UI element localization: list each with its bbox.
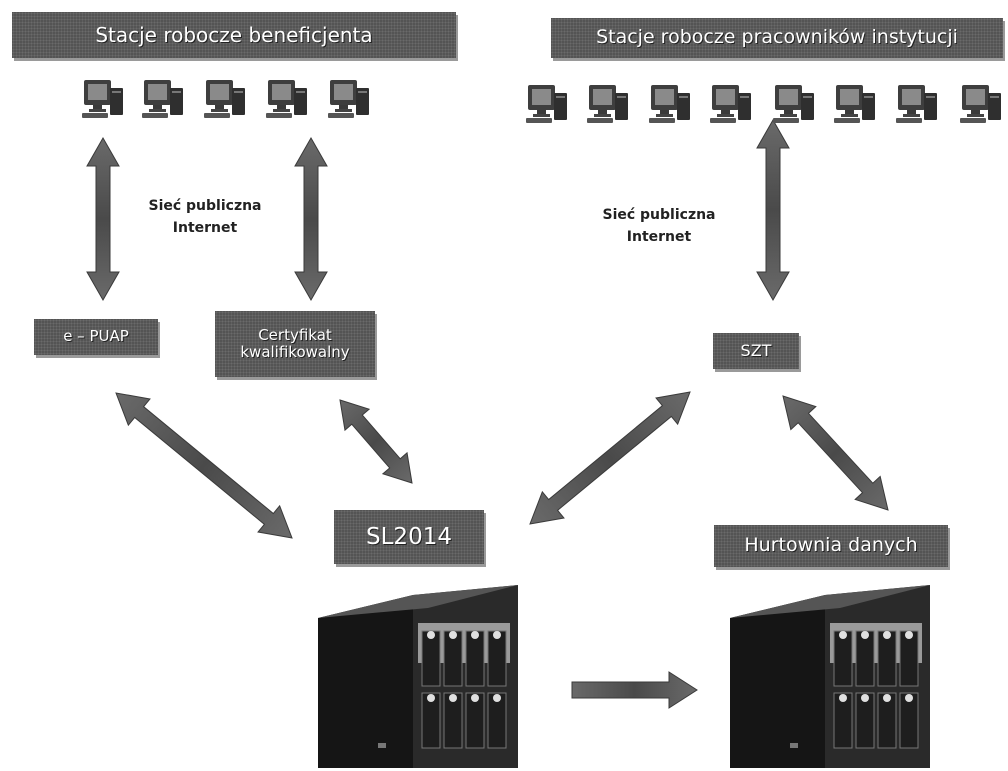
data-warehouse-label: Hurtownia danych bbox=[744, 534, 918, 557]
network-right-line1: Sieć publiczna bbox=[602, 207, 716, 223]
nas-server-icon bbox=[318, 583, 518, 771]
arrow-szt-sl2014 bbox=[529, 391, 691, 525]
certificate-label-line1: Certyfikat bbox=[258, 325, 332, 344]
desktop-computer-icon bbox=[524, 82, 570, 130]
arrow-sl2014-warehouse bbox=[571, 671, 698, 709]
desktop-computer-icon bbox=[140, 77, 186, 125]
desktop-computer-icon bbox=[647, 82, 693, 130]
sl2014-label: SL2014 bbox=[366, 523, 452, 550]
institution-workstations-box: Stacje robocze pracowników instytucji bbox=[551, 18, 1003, 58]
desktop-computer-icon bbox=[202, 77, 248, 125]
desktop-computer-icon bbox=[326, 77, 372, 125]
qualified-certificate-box: Certyfikat kwalifikowalny bbox=[215, 311, 375, 377]
desktop-computer-icon bbox=[80, 77, 126, 125]
network-left-line1: Sieć publiczna bbox=[148, 198, 262, 214]
arrow-workstation-epuap bbox=[86, 136, 120, 302]
szt-box: SZT bbox=[713, 333, 799, 369]
epuap-box: e – PUAP bbox=[34, 319, 158, 355]
public-network-label-right: Sieć publiczna Internet bbox=[589, 205, 729, 248]
szt-label: SZT bbox=[740, 340, 772, 360]
institution-workstations-label: Stacje robocze pracowników instytucji bbox=[596, 26, 958, 49]
arrow-workstation-certificate bbox=[294, 136, 328, 302]
data-warehouse-box: Hurtownia danych bbox=[714, 525, 948, 567]
desktop-computer-icon bbox=[832, 82, 878, 130]
network-right-line2: Internet bbox=[626, 228, 692, 245]
beneficiary-workstations-label: Stacje robocze beneficjenta bbox=[95, 22, 373, 47]
desktop-computer-icon bbox=[708, 82, 754, 130]
desktop-computer-icon bbox=[585, 82, 631, 130]
sl2014-box: SL2014 bbox=[334, 510, 484, 564]
desktop-computer-icon bbox=[771, 82, 817, 130]
nas-server-icon bbox=[730, 583, 930, 771]
arrow-epuap-sl2014 bbox=[115, 392, 293, 539]
arrow-workstation-szt bbox=[756, 118, 790, 302]
desktop-computer-icon bbox=[894, 82, 940, 130]
desktop-computer-icon bbox=[264, 77, 310, 125]
network-left-line2: Internet bbox=[172, 219, 238, 236]
arrow-certificate-sl2014 bbox=[339, 399, 413, 484]
desktop-computer-icon bbox=[958, 82, 1004, 130]
epuap-label: e – PUAP bbox=[63, 327, 129, 346]
certificate-label-line2: kwalifikowalny bbox=[240, 343, 350, 361]
arrow-szt-warehouse bbox=[782, 395, 889, 511]
beneficiary-workstations-box: Stacje robocze beneficjenta bbox=[12, 12, 456, 58]
public-network-label-left: Sieć publiczna Internet bbox=[135, 196, 275, 239]
